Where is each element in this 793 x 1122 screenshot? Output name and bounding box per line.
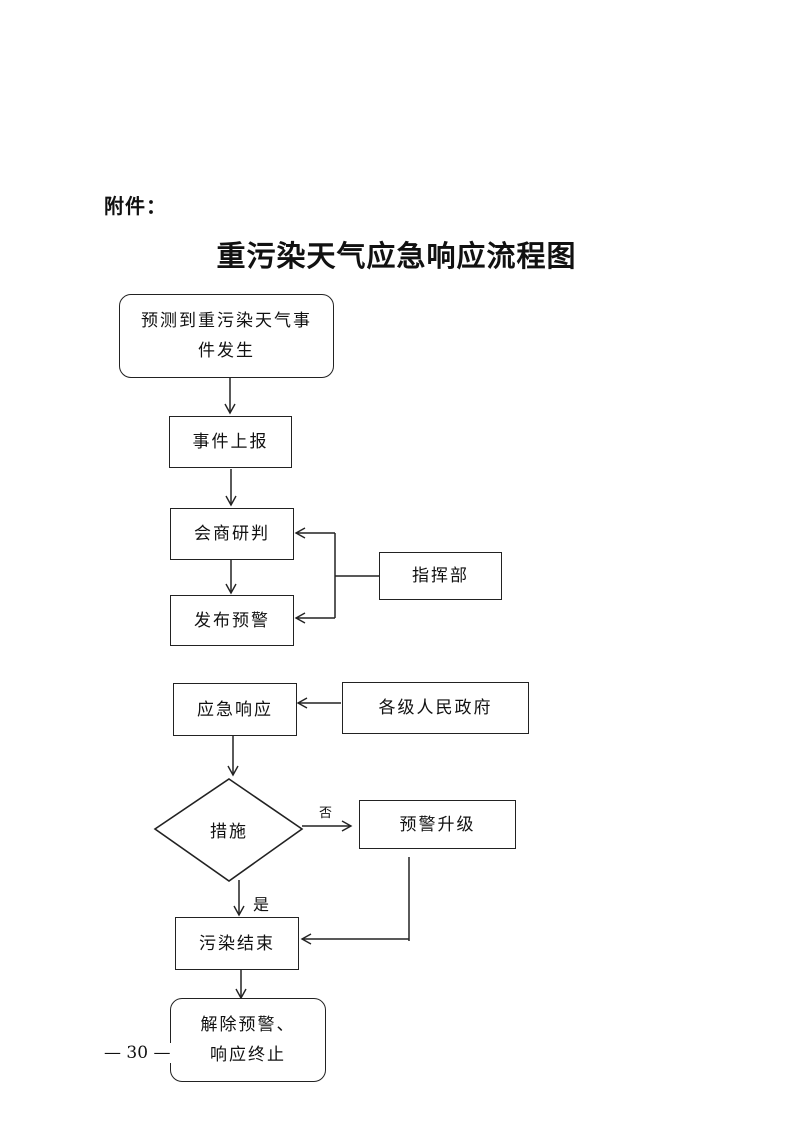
node-governments: 各级人民政府 (342, 682, 529, 734)
node-consult: 会商研判 (170, 508, 294, 560)
node-end: 污染结束 (175, 917, 299, 970)
node-forecast: 预测到重污染天气事件发生 (119, 294, 334, 378)
edge-label-yes: 是 (253, 895, 270, 914)
node-command: 指挥部 (379, 552, 502, 600)
edge-label-no: 否 (319, 806, 333, 821)
node-report: 事件上报 (169, 416, 292, 468)
page-number: — 30 — (103, 1043, 172, 1063)
node-lift: 解除预警、 响应终止 (170, 998, 326, 1082)
node-measures-label: 措施 (210, 822, 248, 842)
page-title: 重污染天气应急响应流程图 (216, 239, 577, 273)
node-upgrade: 预警升级 (359, 800, 516, 849)
node-warning: 发布预警 (170, 595, 294, 646)
attachment-label: 附件： (104, 194, 167, 218)
node-response: 应急响应 (173, 683, 297, 736)
measures-decision-diamond (153, 778, 304, 882)
